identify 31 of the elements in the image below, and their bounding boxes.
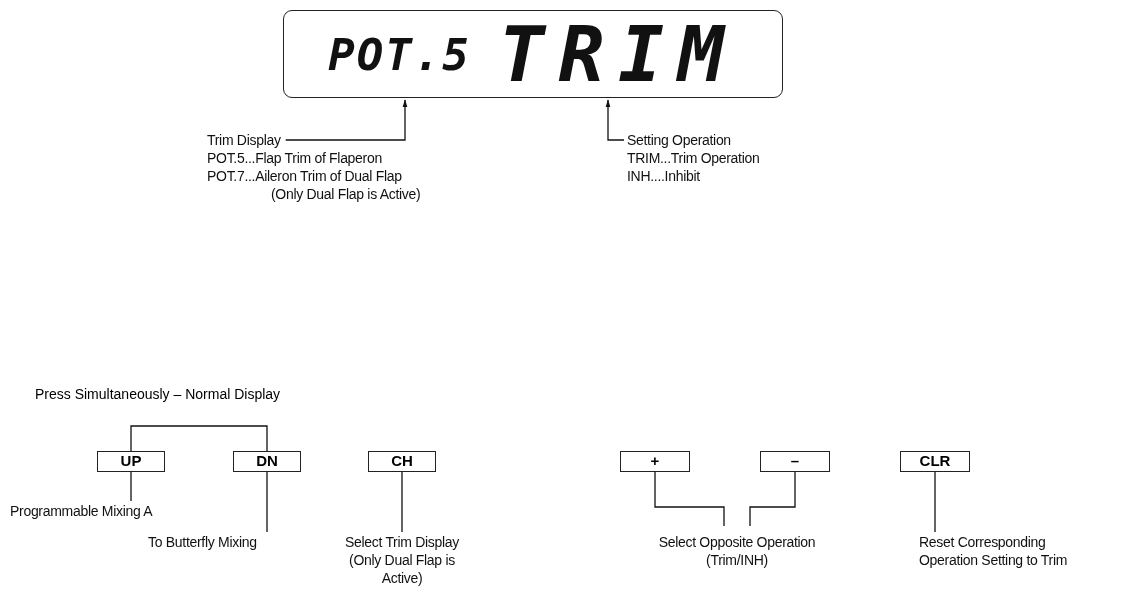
leader-arrow [605,99,625,141]
key-button: – [760,451,830,472]
description-text: (Only Dual Flap is Active) [270,185,421,203]
description-text: To Butterfly Mixing [148,533,257,551]
key-button: CLR [900,451,970,472]
connector-line [266,471,268,533]
connector-line [130,471,132,502]
key-button: CH [368,451,436,472]
edge-label: Press Simultaneously – Normal Display [35,386,281,402]
connector-line [934,471,936,533]
connector-line [749,471,796,527]
description-text: POT.7...Aileron Trim of Dual Flap [207,167,403,185]
connector-line [401,471,403,533]
description-text: TRIM...Trim Operation [627,149,760,167]
description-text: INH....Inhibit [627,167,701,185]
display-readout: POT.5 [328,28,471,80]
display-readout: TRIM [498,9,738,99]
connector-line [130,425,268,452]
description-text: Select Trim Display (Only Dual Flap is Active) [343,533,461,587]
key-button: DN [233,451,301,472]
connector-line [654,471,725,527]
description-text: Reset Corresponding Operation Setting to Trim [919,533,1069,569]
key-button: + [620,451,690,472]
description-text: Programmable Mixing A [10,502,153,520]
key-button: UP [97,451,165,472]
description-text: Select Opposite Operation (Trim/INH) [657,533,817,569]
leader-arrow [285,99,408,141]
lcd-display [283,10,783,98]
description-text: POT.5...Flap Trim of Flaperon [207,149,383,167]
description-text: Setting Operation [627,131,732,149]
description-text: Trim Display [207,131,282,149]
